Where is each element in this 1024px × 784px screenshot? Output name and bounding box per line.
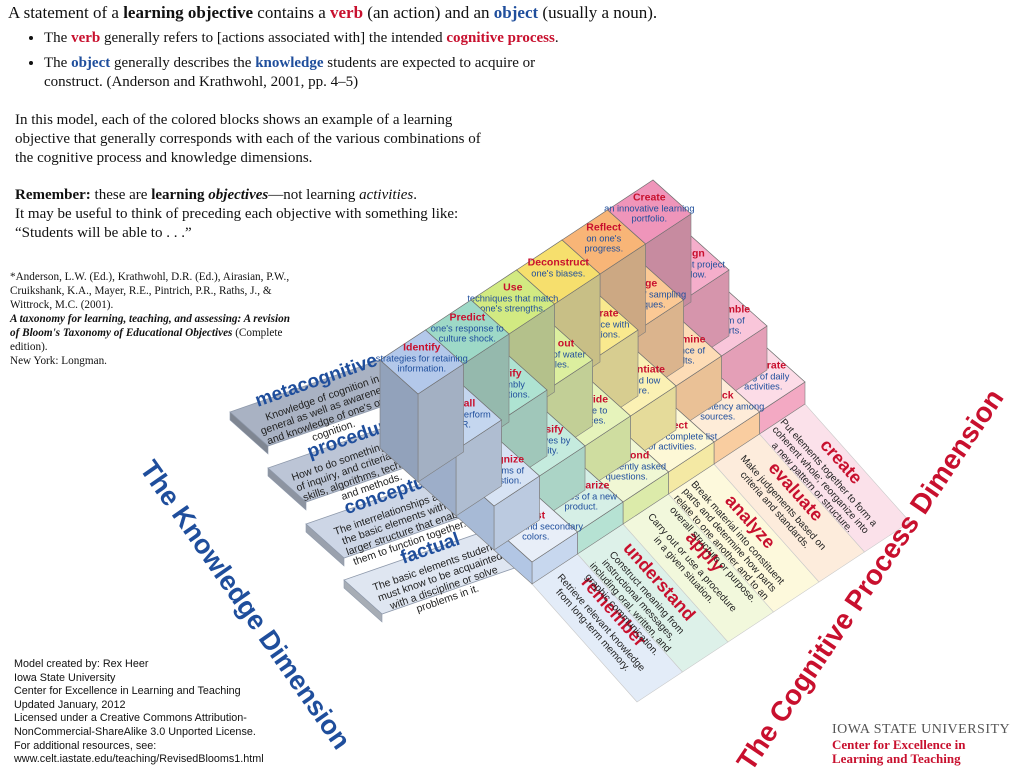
block-object-text: the most complete list: [627, 432, 717, 442]
block-object-text: product.: [565, 502, 599, 512]
block-object-text: for consistency among: [671, 402, 764, 412]
block-top: [379, 329, 465, 395]
block-object-text: an innovative learning: [604, 204, 694, 214]
remember-text: objectives: [208, 187, 269, 203]
bullet-verb: The verb generally refers to [actions as…: [44, 29, 584, 48]
remember-text: learning: [151, 187, 209, 203]
block-object-text: activities.: [744, 382, 782, 392]
block-object-text: information.: [398, 364, 447, 374]
citation-edition: (Complete edition).: [10, 327, 283, 353]
block-verb: Identify: [403, 342, 440, 354]
intro-section: A statement of a learning objective cont…: [8, 2, 728, 98]
remember-text: It may be useful to think of preceding e…: [15, 206, 459, 241]
bullet-text: generally describes the: [110, 55, 256, 71]
block-object-text: culture shock.: [439, 334, 496, 344]
bullet-object: The object generally describes the knowl…: [44, 54, 584, 92]
isu-name: IOWA STATE UNIVERSITY: [832, 722, 1011, 737]
block-object-text: a log of daily: [737, 372, 790, 382]
verb-word: verb: [71, 30, 101, 46]
block-object-text: one's biases.: [531, 268, 585, 278]
bullet-text: generally refers to [actions associated …: [100, 30, 447, 46]
block-object-text: questions.: [606, 472, 648, 482]
verb-word: verb: [330, 3, 364, 22]
block-object-text: techniques that match: [467, 294, 558, 304]
remember-text: activities: [359, 187, 414, 203]
knowledge-panel-edge: [305, 523, 345, 567]
intro-text: (usually a noun).: [538, 3, 658, 22]
intro-text: (an action) and an: [363, 3, 494, 22]
knowledge-panel-edge: [267, 467, 307, 511]
credit-link[interactable]: www.celt.iastate.edu/teaching/RevisedBlo…: [14, 753, 264, 766]
knowledge-axis-title: The Knowledge Dimension: [134, 455, 356, 755]
credit-line: Licensed under a Creative Commons Attrib…: [14, 712, 247, 725]
block-object-text: one's strengths.: [480, 304, 545, 314]
block-object-text: sources.: [700, 412, 735, 422]
bullet-text: The: [44, 55, 72, 71]
remember-note: Remember: these are learning objectives—…: [15, 186, 475, 243]
isu-center: Center for Excellence in: [832, 737, 966, 752]
block-verb: Create: [633, 192, 666, 204]
model-description: In this model, each of the colored block…: [15, 112, 481, 166]
block-object-text: on one's: [586, 234, 621, 244]
isu-center: Learning and Teaching: [832, 751, 961, 766]
block-object-text: colors.: [522, 532, 549, 542]
citation-publisher: New York: Longman.: [10, 355, 107, 367]
block-object-text: one's response to: [431, 324, 504, 334]
block-object-text: of activities.: [648, 442, 697, 452]
remember-text: these are: [90, 187, 152, 203]
intro-text: A statement of a: [8, 3, 124, 22]
intro-heading: A statement of a learning objective cont…: [8, 2, 728, 23]
citation-title: A taxonomy for learning, teaching, and a…: [10, 313, 290, 339]
knowledge-word: knowledge: [255, 55, 324, 71]
block-object-text: progress.: [584, 244, 623, 254]
block-object-text: to frequently asked: [588, 462, 667, 472]
intro-bullets: The verb generally refers to [actions as…: [8, 29, 728, 92]
remember-text: —not learning: [268, 187, 360, 203]
block-verb: Predict: [449, 312, 485, 324]
citation-authors: *Anderson, L.W. (Ed.), Krathwohl, D.R. (…: [10, 271, 290, 311]
bullet-text: The: [44, 30, 72, 46]
knowledge-panel-edge: [343, 579, 383, 623]
credit-line: NonCommercial-ShareAlike 3.0 Unported Li…: [14, 725, 256, 738]
bullet-text: .: [554, 30, 559, 46]
credit-line: Updated January, 2012: [14, 698, 126, 711]
remember-text: .: [413, 187, 417, 203]
intro-text-bold: learning objective: [123, 3, 254, 22]
block-object-text: primary and secondary: [489, 522, 584, 532]
remember-label: Remember:: [15, 187, 91, 203]
credits: Model created by: Rex Heer Iowa State Un…: [14, 658, 314, 767]
objective-blocks: Generatea log of dailyactivities.Assembl…: [376, 179, 806, 585]
credit-line: Center for Excellence in Learning and Te…: [14, 685, 241, 698]
credit-line: For additional resources, see:: [14, 739, 157, 752]
isu-logo: IOWA STATE UNIVERSITY Center for Excelle…: [832, 722, 1017, 766]
credit-line: Model created by: Rex Heer: [14, 658, 149, 670]
cognitive-process-word: cognitive process: [446, 30, 555, 46]
citation: *Anderson, L.W. (Ed.), Krathwohl, D.R. (…: [10, 270, 300, 368]
credit-line: Iowa State University: [14, 671, 116, 684]
block-object-text: strategies for retaining: [376, 354, 468, 364]
block-object-text: portfolio.: [631, 214, 667, 224]
block-object-text: features of a new: [546, 492, 618, 502]
bullet-text: students are expected to acquire or cons…: [44, 55, 536, 90]
intro-text: contains a: [253, 3, 330, 22]
object-word: object: [493, 3, 539, 22]
block-verb: Deconstruct: [528, 256, 590, 268]
block-verb: Reflect: [586, 222, 622, 234]
object-word: object: [71, 55, 111, 71]
knowledge-panel-edge: [229, 411, 269, 455]
block-verb: Use: [503, 282, 522, 294]
